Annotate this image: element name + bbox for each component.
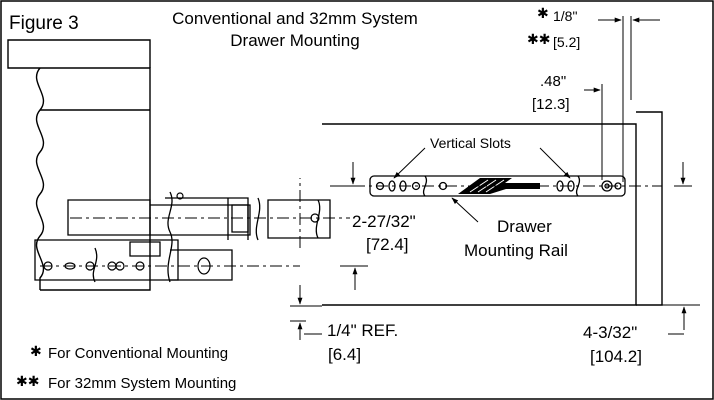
conv-star-icon: ✱ (537, 6, 549, 22)
dim-ref (290, 285, 322, 340)
rail-label-line1: Drawer (497, 217, 552, 236)
dim-sys32-offset: [5.2] (553, 34, 581, 50)
dim-offset-lines (584, 16, 660, 182)
slide-centerlines (40, 178, 350, 267)
legend-conventional: For Conventional Mounting (48, 345, 229, 362)
dim-rail-height (340, 162, 692, 290)
rail-leader (451, 197, 479, 223)
cabinet-member-slide (34, 191, 331, 283)
dim-bottom-height: 4-3/32" (583, 323, 638, 342)
dim-ref-height: 1/4" REF. (327, 321, 399, 340)
dim-rail-height-mm: [72.4] (366, 235, 409, 254)
dim-rail-setback: .48" (540, 73, 567, 90)
dim-ref-height-mm: [6.4] (328, 345, 362, 364)
rail-label-line2: Mounting Rail (464, 241, 568, 260)
figure-title-line1: Conventional and 32mm System (172, 9, 418, 28)
dim-rail-setback-mm: [12.3] (532, 96, 570, 113)
dim-bottom (662, 304, 700, 335)
legend-conv-star-icon: ✱ (30, 344, 42, 360)
dim-rail-height: 2-27/32" (352, 212, 416, 231)
vertical-slots-label: Vertical Slots (430, 135, 511, 151)
figure-title-line2: Drawer Mounting (230, 31, 360, 50)
dim-conv-offset: 1/8" (553, 8, 578, 24)
dim-bottom-height-mm: [104.2] (590, 347, 642, 366)
cabinet-side (7, 39, 151, 291)
legend-sys32-star-icon: ✱✱ (16, 374, 40, 390)
sys32-star-icon: ✱✱ (527, 32, 551, 48)
drawer-panel (322, 111, 663, 306)
vertical-slots-leaders (393, 147, 571, 179)
figure-label: Figure 3 (9, 13, 79, 34)
legend-system32: For 32mm System Mounting (48, 375, 237, 392)
